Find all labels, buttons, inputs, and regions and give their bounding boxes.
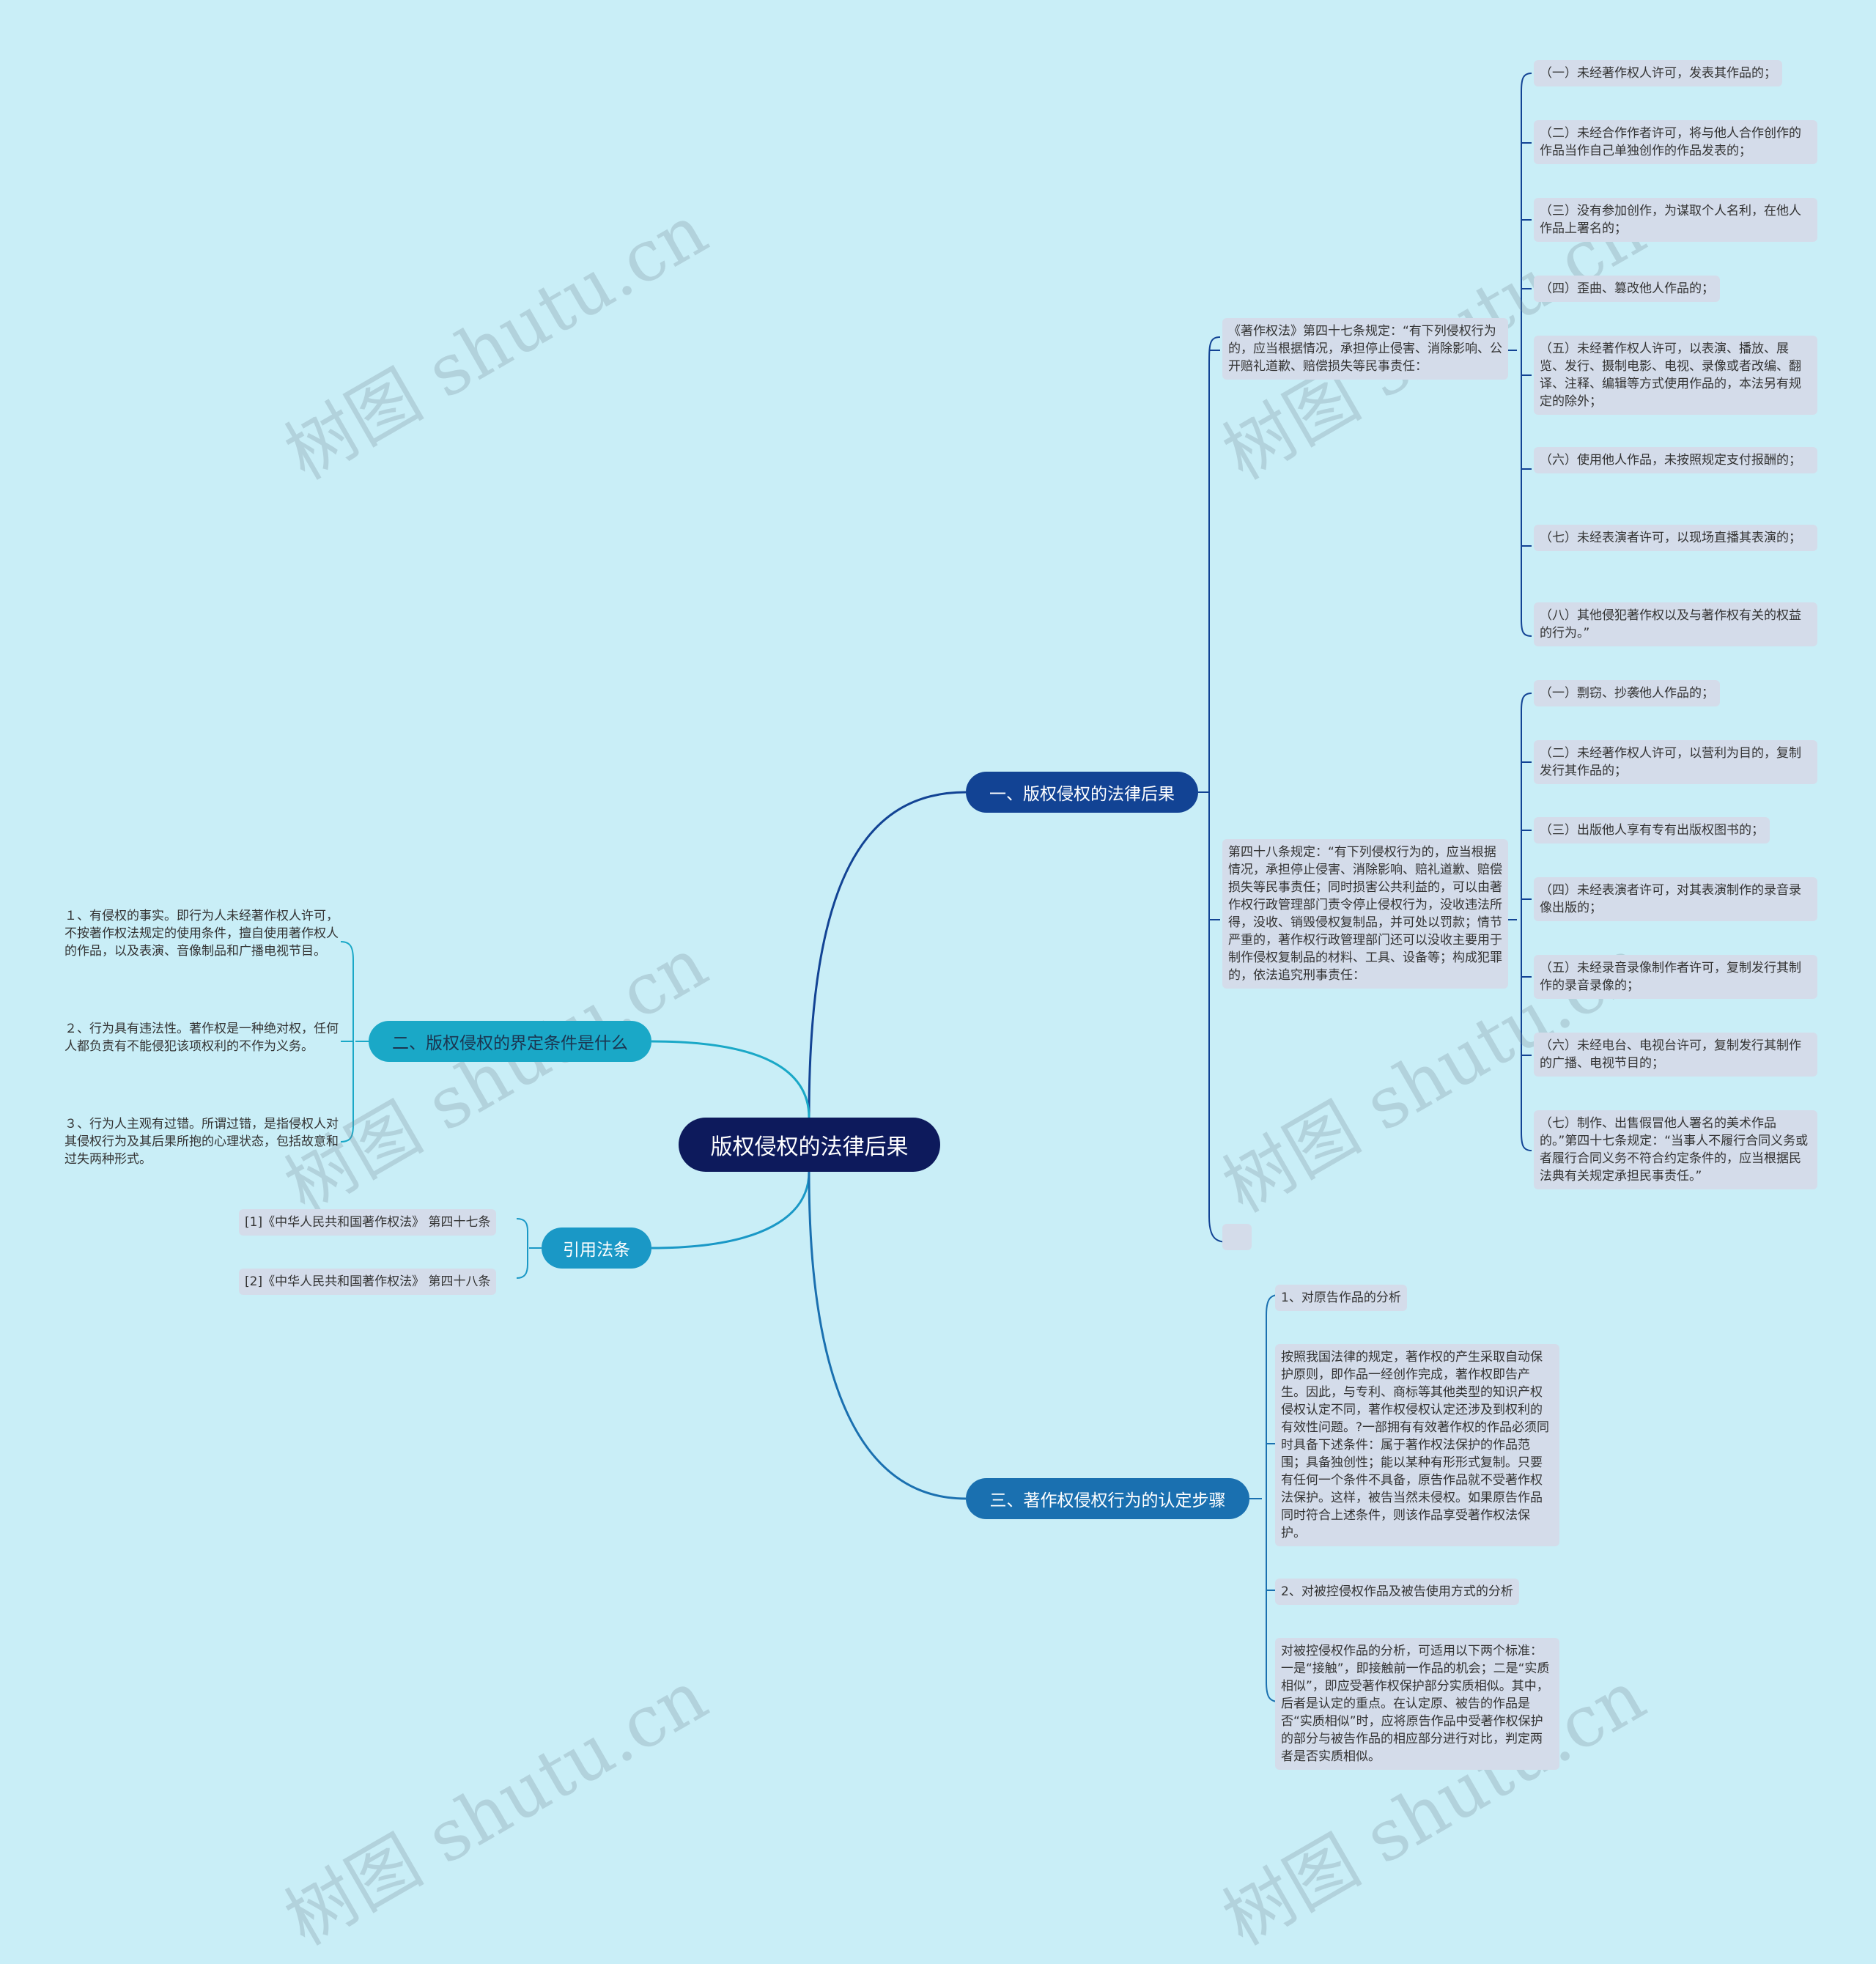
art48-item[interactable]: （一）剽窃、抄袭他人作品的； (1534, 680, 1720, 706)
art48-item[interactable]: （五）未经录音录像制作者许可，复制发行其制作的录音录像的； (1534, 955, 1817, 999)
branch1-empty-node[interactable] (1222, 1224, 1252, 1250)
art47-item[interactable]: （六）使用他人作品，未按照规定支付报酬的； (1534, 447, 1817, 473)
branch-cited-articles[interactable]: 引用法条 (542, 1228, 651, 1269)
connector-lines (340, 73, 1532, 1702)
link-root-branch3 (651, 1171, 810, 1249)
step-heading[interactable]: 2、对被控侵权作品及被告使用方式的分析 (1275, 1579, 1519, 1605)
art47-item[interactable]: （七）未经表演者许可，以现场直播其表演的； (1534, 525, 1817, 551)
article-47-intro[interactable]: 《著作权法》第四十七条规定：“有下列侵权行为的，应当根据情况，承担停止侵害、消除… (1222, 318, 1508, 380)
article-48-intro[interactable]: 第四十八条规定：“有下列侵权行为的，应当根据情况，承担停止侵害、消除影响、赔礼道… (1222, 839, 1508, 989)
branch-infringement-conditions[interactable]: 二、版权侵权的界定条件是什么 (369, 1021, 651, 1062)
cited-article[interactable]: [2]《中华人民共和国著作权法》 第四十八条 (239, 1269, 497, 1295)
branch-legal-consequences[interactable]: 一、版权侵权的法律后果 (966, 772, 1198, 813)
art47-item[interactable]: （三）没有参加创作，为谋取个人名利，在他人作品上署名的； (1534, 198, 1817, 242)
art48-item[interactable]: （四）未经表演者许可，对其表演制作的录音录像出版的； (1534, 877, 1817, 921)
link-root-branch1 (808, 791, 967, 1118)
link-b2-bracket (340, 941, 369, 1142)
art47-item[interactable]: （二）未经合作作者许可，将与他人合作创作的作品当作自己单独创作的作品发表的； (1534, 120, 1817, 164)
condition-item[interactable]: ２、行为具有违法性。著作权是一种绝对权，任何人都负责有不能侵犯该项权利的不作为义… (64, 1022, 339, 1054)
art47-item[interactable]: （八）其他侵犯著作权以及与著作权有关的权益的行为。” (1534, 602, 1817, 646)
art47-item[interactable]: （五）未经著作权人许可，以表演、播放、展览、发行、摄制电影、电视、录像或者改编、… (1534, 336, 1817, 415)
link-b3-bracket (516, 1218, 542, 1279)
step-heading[interactable]: 1、对原告作品的分析 (1275, 1285, 1407, 1311)
branch-identification-steps[interactable]: 三、著作权侵权行为的认定步骤 (966, 1478, 1249, 1519)
art47-item[interactable]: （四）歪曲、篡改他人作品的； (1534, 276, 1720, 302)
root-node[interactable]: 版权侵权的法律后果 (679, 1118, 940, 1172)
step-detail[interactable]: 对被控侵权作品的分析，可适用以下两个标准：一是“接触”，即接触前一作品的机会；二… (1275, 1638, 1559, 1770)
condition-item[interactable]: ３、行为人主观有过错。所谓过错，是指侵权人对其侵权行为及其后果所抱的心理状态，包… (64, 1117, 339, 1167)
link-art47-bracket (1508, 73, 1532, 637)
condition-item[interactable]: １、有侵权的事实。即行为人未经著作权人许可，不按著作权法规定的使用条件，擅自使用… (64, 909, 339, 959)
link-b1-bracket (1198, 336, 1228, 1243)
art48-item[interactable]: （三）出版他人享有专有出版权图书的； (1534, 817, 1770, 843)
art47-item[interactable]: （一）未经著作权人许可，发表其作品的； (1534, 60, 1782, 86)
art48-item[interactable]: （七）制作、出售假冒他人署名的美术作品的。”第四十七条规定：“当事人不履行合同义… (1534, 1110, 1817, 1189)
link-b4-bracket (1249, 1294, 1279, 1702)
link-root-branch2 (651, 1040, 810, 1118)
art48-item[interactable]: （六）未经电台、电视台许可，复制发行其制作的广播、电视节目的； (1534, 1033, 1817, 1077)
step-detail[interactable]: 按照我国法律的规定，著作权的产生采取自动保护原则，即作品一经创作完成，著作权即告… (1275, 1344, 1559, 1546)
link-art48-bracket (1508, 693, 1532, 1151)
cited-article[interactable]: [1]《中华人民共和国著作权法》 第四十七条 (239, 1209, 497, 1236)
art48-item[interactable]: （二）未经著作权人许可，以营利为目的，复制发行其作品的； (1534, 740, 1817, 784)
link-root-branch4 (808, 1171, 967, 1500)
